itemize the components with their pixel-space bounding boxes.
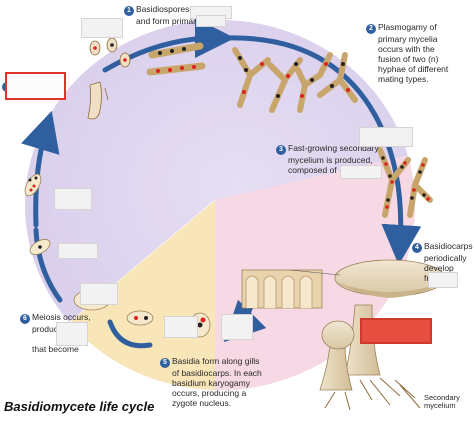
step-2-line-5: hyphae of different	[378, 64, 449, 74]
diagram-title: Basidiomycete life cycle	[4, 399, 155, 414]
plasmogamy-hyphae	[232, 47, 358, 113]
step-5-line-5: zygote nucleus.	[172, 398, 232, 408]
step-3-line-2: mycelium is produced,	[288, 155, 373, 165]
step-4-line-2: periodically	[424, 253, 467, 263]
answer-blank-9[interactable]	[80, 283, 118, 305]
answer-blank-12[interactable]	[221, 314, 253, 340]
answer-blank-8[interactable]	[428, 272, 458, 288]
answer-blank-3[interactable]	[196, 15, 226, 27]
highlighted-answer-box-7[interactable]	[5, 72, 66, 100]
step-6-line-1: Meiosis occurs,	[32, 312, 91, 322]
answer-blank-11[interactable]	[56, 322, 88, 346]
basidiospores	[89, 37, 131, 68]
step-4-line-1: Basidiocarps	[424, 241, 473, 251]
step-2-number: 2	[366, 24, 376, 34]
step-3-line-3: composed of	[288, 165, 337, 175]
step-5-line-1: Basidia form along gills	[172, 356, 260, 366]
step-3-line-1: Fast-growing secondary	[288, 143, 379, 153]
step-5-line-4: occurs, producing a	[172, 388, 247, 398]
primary-mycelia	[146, 42, 206, 76]
step-6-line-2: producing	[32, 324, 70, 334]
step-1-line-1: Basidiospores	[136, 4, 190, 14]
step-6-line-4: that become	[32, 344, 79, 354]
highlighted-answer-box-red[interactable]	[360, 318, 432, 344]
answer-blank-10[interactable]	[164, 316, 198, 338]
title-background	[0, 397, 166, 418]
step-3-number: 3	[276, 145, 286, 155]
step-2-line-1: Plasmogamy of	[378, 22, 437, 32]
gill-section	[241, 269, 341, 309]
answer-blank-1[interactable]	[81, 18, 123, 38]
step-2-line-3: occurs with the	[378, 44, 435, 54]
step-2-line-4: fusion of two (n)	[378, 54, 439, 64]
step-2-line-2: primary mycelia	[378, 34, 438, 44]
secondary-nuclei	[381, 156, 430, 209]
step-6-number: 6	[20, 314, 30, 324]
step-4-number: 4	[412, 243, 422, 253]
germinating-spores	[87, 81, 109, 120]
basidiocarp-mushrooms	[319, 259, 446, 411]
plasmogamy-nuclei	[238, 56, 350, 98]
answer-blank-4[interactable]	[359, 127, 413, 147]
answer-blank-5[interactable]	[340, 165, 382, 179]
step-5-line-2: of basidiocarps. In each	[172, 368, 262, 378]
step-1-line-2: and form primary	[136, 16, 201, 26]
answer-blank-7[interactable]	[58, 243, 98, 259]
secondary-mycelium-line-1: Secondary	[424, 393, 460, 402]
step-5-number: 5	[160, 358, 170, 368]
secondary-mycelium-label: Secondary mycelium	[424, 394, 460, 410]
step-4-line-3: develop	[424, 263, 454, 273]
step-5-line-3: basidium karyogamy	[172, 378, 250, 388]
answer-blank-6[interactable]	[54, 188, 92, 210]
secondary-mycelium-line-2: mycelium	[424, 401, 456, 410]
step-2-line-6: mating types.	[378, 74, 429, 84]
left-spores	[24, 173, 51, 255]
step-1-number: 1	[124, 6, 134, 16]
